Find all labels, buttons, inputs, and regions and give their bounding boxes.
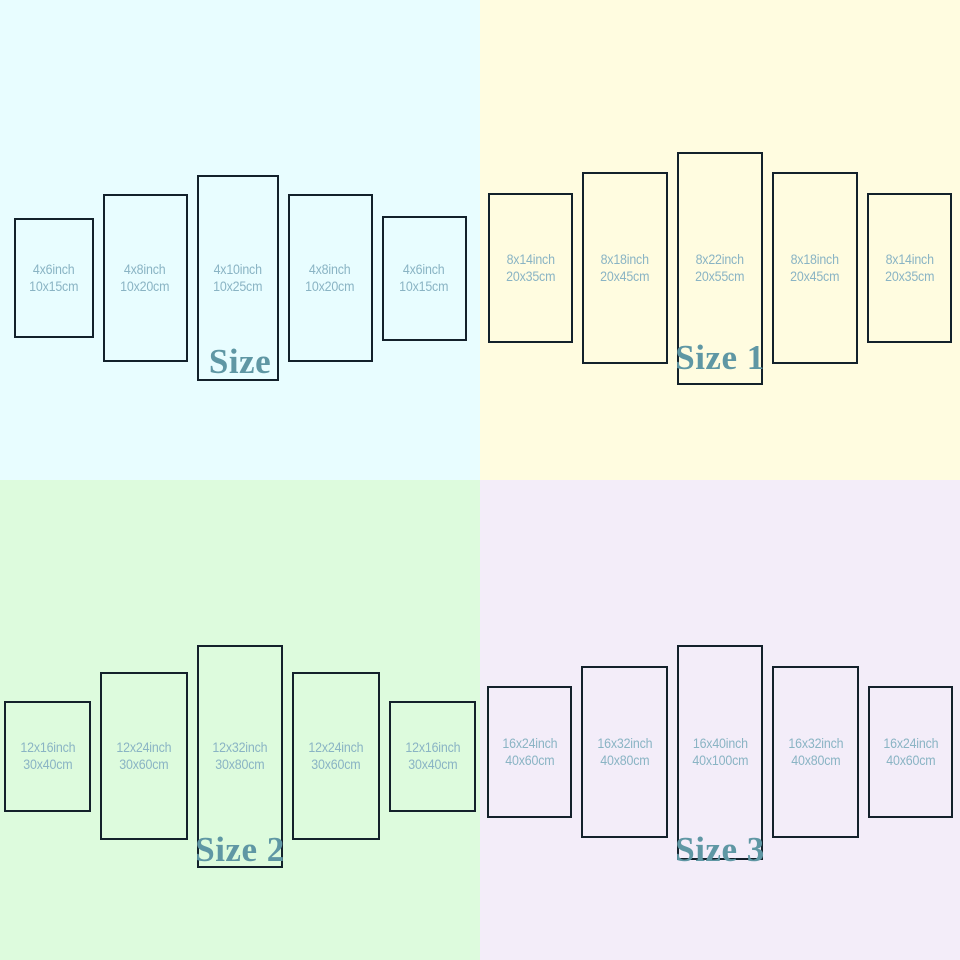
size-panel: 8x18inch 20x45cm [582, 172, 668, 364]
size-panel-inches: 8x14inch [506, 251, 555, 267]
size-panel-label: 12x16inch 30x40cm [405, 739, 460, 774]
size-panel-label: 16x32inch 40x80cm [597, 735, 652, 770]
size-panel-label: 4x10inch 10x25cm [213, 261, 262, 296]
panel-row: 16x24inch 40x60cm 16x32inch 40x80cm 16x40inc… [480, 562, 960, 942]
size-panel-centimeters: 20x45cm [790, 269, 840, 284]
size-panel-centimeters: 10x20cm [120, 279, 170, 294]
size-panel-label: 16x40inch 40x100cm [692, 735, 748, 770]
size-panel-centimeters: 30x40cm [22, 757, 73, 772]
size-chart-quadrant: 8x14inch 20x35cm 8x18inch 20x45cm 8x22inch 20… [480, 0, 960, 480]
size-panel-inches: 4x6inch [32, 261, 75, 277]
size-panel-centimeters: 40x60cm [885, 753, 936, 768]
panel-row: 8x14inch 20x35cm 8x18inch 20x45cm 8x22inch 20… [480, 78, 960, 458]
size-panel: 16x32inch 40x80cm [581, 666, 668, 838]
size-panel: 4x6inch 10x15cm [13, 218, 94, 338]
size-panel-label: 8x18inch 20x45cm [790, 251, 839, 286]
size-panel: 8x14inch 20x35cm [867, 193, 952, 343]
size-panel-label: 16x24inch 40x60cm [502, 735, 557, 770]
size-panel-inches: 12x24inch [116, 739, 172, 755]
size-panel-label: 16x32inch 40x80cm [788, 735, 843, 770]
size-panel-inches: 12x24inch [308, 739, 364, 755]
size-panel-inches: 12x32inch [212, 739, 268, 755]
size-panel-inches: 4x10inch [213, 261, 262, 277]
size-panel-centimeters: 10x15cm [28, 279, 79, 294]
size-chart-quadrant: 12x16inch 30x40cm 12x24inch 30x60cm 12x32inc… [0, 480, 480, 960]
size-chart-quadrant: 16x24inch 40x60cm 16x32inch 40x80cm 16x40inc… [480, 480, 960, 960]
quadrant-title: Size 3 [675, 830, 765, 869]
size-panel: 12x16inch 30x40cm [389, 700, 476, 812]
size-panel-centimeters: 20x35cm [505, 269, 556, 284]
size-panel-centimeters: 30x80cm [215, 757, 265, 772]
size-panel-centimeters: 40x80cm [599, 753, 650, 768]
size-panel: 16x40inch 40x100cm [677, 644, 763, 860]
size-panel-centimeters: 20x35cm [884, 269, 935, 284]
size-panel-centimeters: 30x60cm [119, 757, 169, 772]
size-panel-inches: 16x24inch [883, 735, 938, 751]
size-panel-label: 12x16inch 30x40cm [20, 739, 75, 774]
size-panel-centimeters: 20x55cm [695, 269, 745, 284]
size-panel-centimeters: 40x60cm [504, 753, 555, 768]
size-panel-label: 8x14inch 20x35cm [885, 251, 934, 286]
size-panel-label: 4x8inch 10x20cm [305, 261, 354, 296]
size-panel: 4x8inch 10x20cm [287, 194, 373, 362]
size-panel: 8x14inch 20x35cm [488, 193, 573, 343]
quadrant-title: Size [208, 342, 272, 381]
size-panel: 8x22inch 20x55cm [677, 151, 763, 385]
size-panel-label: 4x6inch 10x15cm [399, 261, 448, 296]
size-panel-label: 4x6inch 10x15cm [29, 261, 78, 296]
size-panel-label: 8x22inch 20x55cm [695, 251, 744, 286]
size-panel: 12x16inch 30x40cm [4, 700, 91, 812]
size-panel-inches: 8x22inch [695, 251, 745, 267]
size-panel-inches: 8x18inch [600, 251, 650, 267]
size-panel: 4x6inch 10x15cm [381, 215, 467, 341]
size-panel-inches: 4x8inch [124, 261, 166, 277]
size-panel-centimeters: 20x45cm [600, 269, 650, 284]
size-panel-inches: 16x24inch [502, 735, 557, 751]
size-panel-inches: 16x32inch [788, 735, 843, 751]
size-panel: 16x24inch 40x60cm [487, 686, 572, 818]
size-panel-label: 8x18inch 20x45cm [600, 251, 649, 286]
size-chart-quadrant: 4x6inch 10x15cm 4x8inch 10x20cm 4x10inch 10x2… [0, 0, 480, 480]
size-panel-inches: 8x18inch [790, 251, 840, 267]
size-panel-label: 12x32inch 30x80cm [213, 739, 268, 774]
size-panel-inches: 4x6inch [403, 261, 445, 277]
size-panel: 12x24inch 30x60cm [100, 672, 188, 840]
size-panel-inches: 8x14inch [885, 251, 934, 267]
size-panel-centimeters: 40x100cm [692, 753, 748, 768]
size-panel-centimeters: 10x25cm [212, 279, 263, 294]
size-panel-centimeters: 40x80cm [790, 753, 841, 768]
size-panel: 4x8inch 10x20cm [102, 194, 188, 362]
size-panel-inches: 4x8inch [309, 261, 351, 277]
size-panel-label: 8x14inch 20x35cm [506, 251, 555, 286]
size-panel: 16x32inch 40x80cm [772, 666, 859, 838]
size-panel-label: 12x24inch 30x60cm [117, 739, 172, 774]
size-panel: 12x32inch 30x80cm [197, 644, 283, 868]
size-panel-centimeters: 10x15cm [399, 279, 449, 294]
size-panel: 4x10inch 10x25cm [196, 175, 279, 381]
size-panel-inches: 12x16inch [20, 739, 75, 755]
size-panel: 12x24inch 30x60cm [292, 672, 380, 840]
size-panel-centimeters: 10x20cm [305, 279, 355, 294]
size-panel-label: 12x24inch 30x60cm [309, 739, 364, 774]
panel-row: 4x6inch 10x15cm 4x8inch 10x20cm 4x10inch 10x2… [0, 88, 480, 468]
size-panel-label: 16x24inch 40x60cm [883, 735, 938, 770]
size-panel-centimeters: 30x60cm [311, 757, 361, 772]
size-panel: 16x24inch 40x60cm [868, 686, 953, 818]
size-panel: 8x18inch 20x45cm [772, 172, 858, 364]
quadrant-title: Size 2 [195, 830, 285, 869]
quadrant-title: Size 1 [675, 338, 765, 377]
size-panel-inches: 16x40inch [692, 735, 748, 751]
size-panel-inches: 16x32inch [597, 735, 652, 751]
size-panel-inches: 12x16inch [405, 739, 460, 755]
size-panel-label: 4x8inch 10x20cm [120, 261, 169, 296]
panel-row: 12x16inch 30x40cm 12x24inch 30x60cm 12x32inc… [0, 566, 480, 946]
size-panel-centimeters: 30x40cm [407, 757, 458, 772]
